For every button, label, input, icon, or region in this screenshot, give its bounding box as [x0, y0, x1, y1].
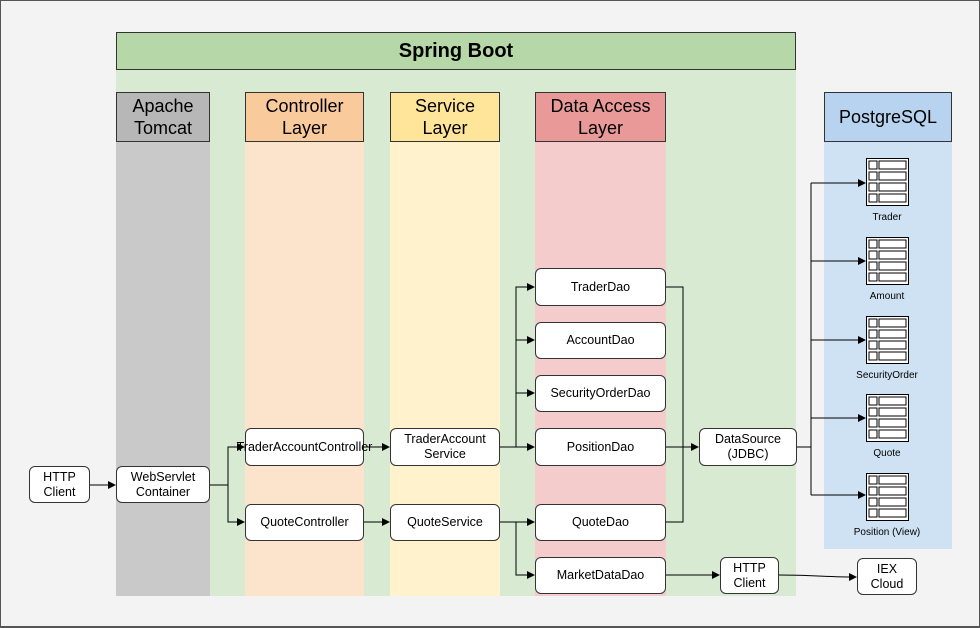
service-lane-header: Service Layer: [390, 92, 500, 142]
database-table-icon: [866, 158, 909, 211]
postgresql-header: PostgreSQL: [824, 92, 952, 142]
database-table-icon: [866, 237, 909, 290]
webservlet-container: WebServlet Container: [116, 466, 210, 503]
table-label-trader: Trader: [872, 212, 902, 223]
dao-lane-header: Data Access Layer: [535, 92, 666, 142]
market-data-dao: MarketDataDao: [535, 557, 666, 594]
http-client-outbound: HTTP Client: [720, 557, 779, 594]
spring-boot-title: Spring Boot: [116, 32, 796, 70]
account-dao: AccountDao: [535, 322, 666, 359]
table-label-amount: Amount: [869, 291, 905, 302]
database-table-icon: [866, 473, 909, 526]
edge-quote-service-to-market-data-dao: [515, 522, 535, 579]
quote-service: QuoteService: [390, 504, 500, 541]
table-label-quote: Quote: [873, 448, 901, 459]
edge-dao-bus: [666, 286, 684, 523]
datasource-jdbc: DataSource (JDBC): [699, 428, 797, 466]
controller-lane-header: Controller Layer: [245, 92, 364, 142]
database-table-icon: [866, 394, 909, 447]
trader-account-controller: TraderAccountController: [237, 428, 372, 466]
edge-servlet-to-quote-controller: [227, 485, 245, 526]
edge-servlet-to-trader-controller: [210, 443, 245, 486]
database-table-icon: [866, 316, 909, 369]
http-client-inbound: HTTP Client: [29, 466, 90, 503]
security-order-dao: SecurityOrderDao: [535, 375, 666, 412]
edge-service-to-trader-dao: [500, 283, 535, 448]
quote-controller: QuoteController: [245, 504, 364, 541]
tomcat-lane-header: Apache Tomcat: [116, 92, 210, 142]
tomcat-lane: [116, 141, 210, 596]
trader-dao: TraderDao: [535, 268, 666, 306]
quote-dao: QuoteDao: [535, 504, 666, 541]
table-label-position-view: Position (View): [853, 527, 921, 538]
edge-http-client-to-iex: [778, 572, 857, 581]
table-label-security-order: SecurityOrder: [856, 370, 918, 381]
trader-account-service: TraderAccount Service: [390, 428, 500, 466]
iex-cloud: IEX Cloud: [857, 558, 917, 595]
position-dao: PositionDao: [535, 428, 666, 466]
